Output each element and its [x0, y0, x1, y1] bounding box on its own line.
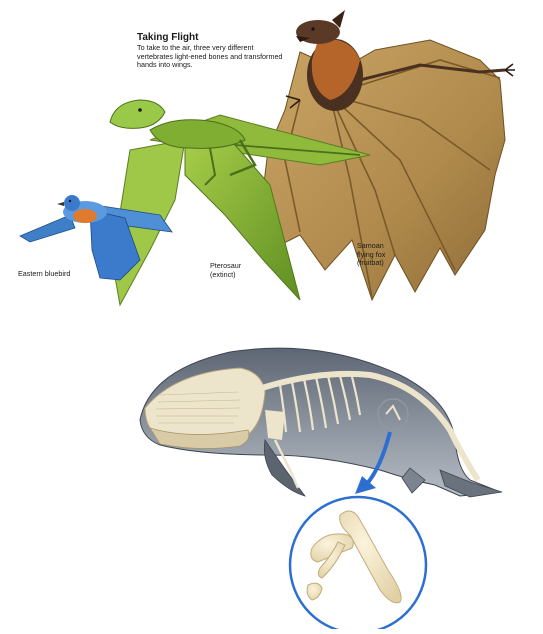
- whale-scapula: [265, 410, 285, 440]
- bluebird-head: [64, 195, 80, 211]
- figure-subtitle: To take to the air, three very different…: [137, 44, 287, 70]
- bluebird-breast: [73, 209, 97, 223]
- bluebird-tail: [20, 215, 75, 242]
- label-samoan-flying-fox: Samoan flying fox (fruitbat): [357, 242, 417, 268]
- whale-illustration: [140, 348, 502, 497]
- figure-title: Taking Flight: [137, 32, 198, 43]
- bluebird-eye: [69, 200, 71, 202]
- pterosaur-eye: [138, 108, 142, 112]
- pelvis-zoom-inset: [290, 497, 426, 629]
- label-pterosaur: Pterosaur (extinct): [210, 262, 270, 279]
- label-pterosaur-line: (extinct): [210, 271, 270, 280]
- label-flying-fox-line: (fruitbat): [357, 259, 417, 268]
- pterosaur-head: [110, 100, 165, 128]
- label-eastern-bluebird: Eastern bluebird: [18, 270, 70, 279]
- bat-eye: [311, 27, 314, 30]
- bluebird-beak: [57, 202, 64, 206]
- bat-foot: [505, 64, 515, 76]
